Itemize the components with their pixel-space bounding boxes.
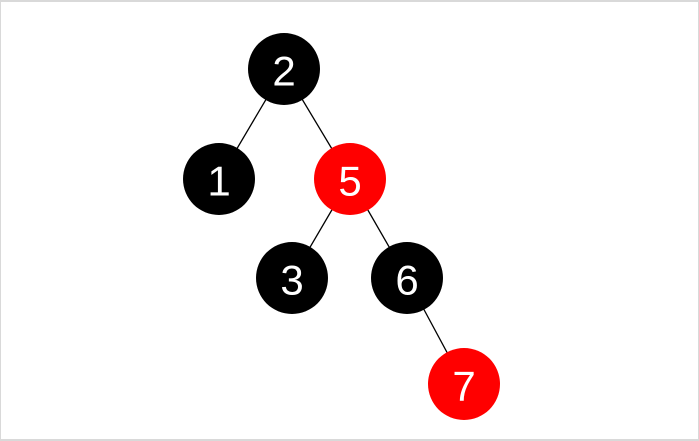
tree-node-circle-3 (256, 242, 328, 314)
tree-node-label-5: 5 (338, 158, 361, 205)
tree-node-circle-5 (314, 143, 386, 215)
tree-node-label-1: 1 (207, 158, 230, 205)
tree-node-label-3: 3 (280, 257, 303, 304)
tree-node-3: 3 (256, 242, 328, 314)
tree-node-label-2: 2 (272, 48, 295, 95)
tree-node-5: 5 (314, 143, 386, 215)
tree-node-6: 6 (371, 242, 443, 314)
tree-node-label-7: 7 (452, 363, 475, 410)
tree-node-7: 7 (428, 348, 500, 420)
tree-node-circle-2 (248, 33, 320, 105)
tree-node-2: 2 (248, 33, 320, 105)
tree-node-circle-6 (371, 242, 443, 314)
tree-node-circle-1 (183, 143, 255, 215)
tree-node-1: 1 (183, 143, 255, 215)
tree-node-label-6: 6 (395, 257, 418, 304)
tree-node-circle-7 (428, 348, 500, 420)
